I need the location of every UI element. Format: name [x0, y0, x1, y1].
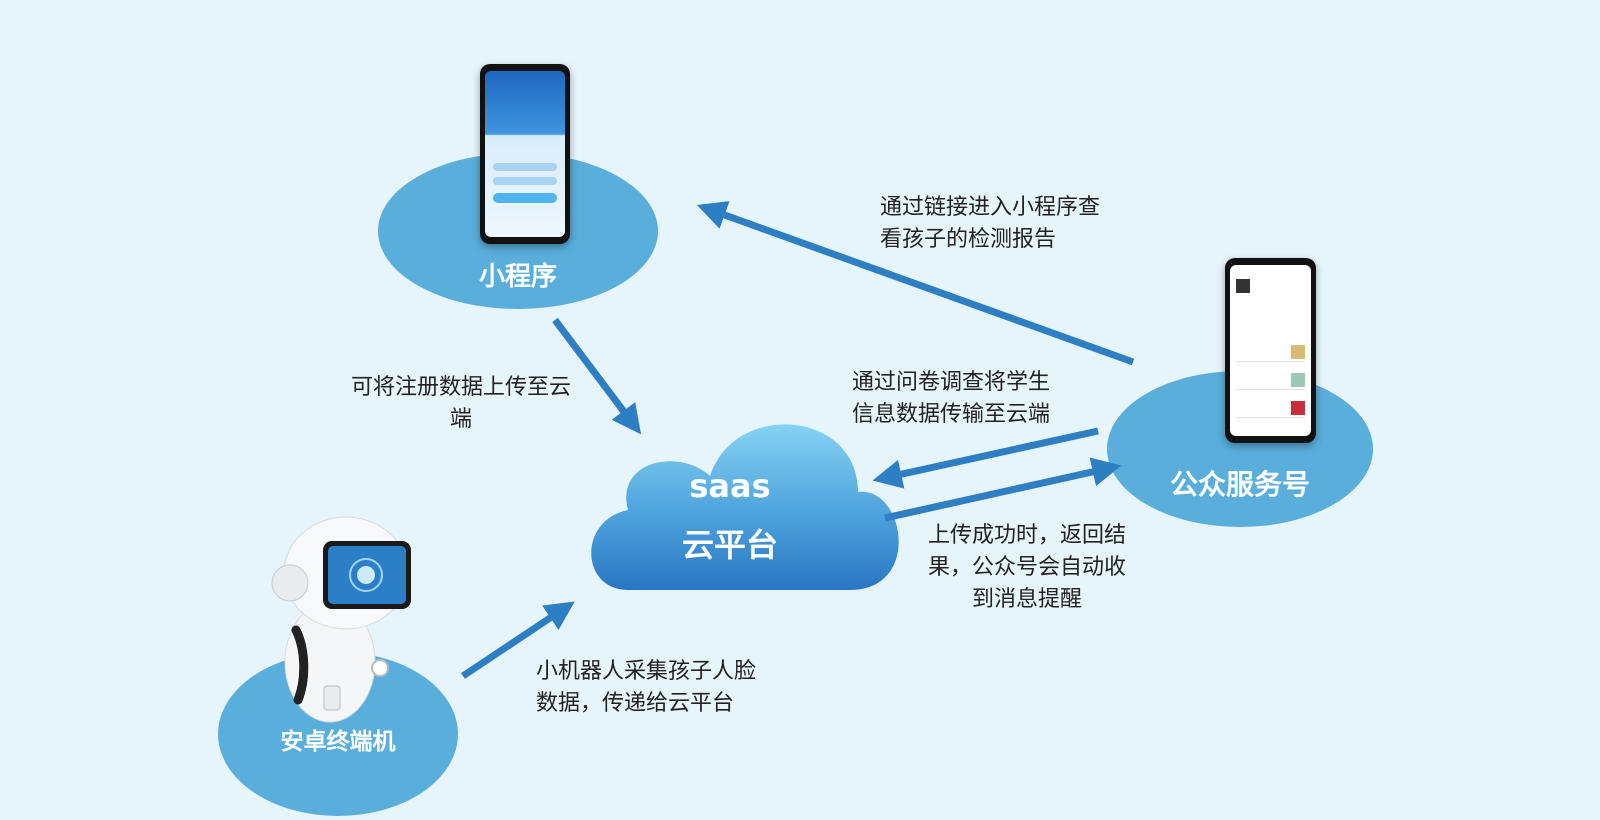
edge-label-upload-success: 上传成功时，返回结 果，公众号会自动收 到消息提醒: [912, 520, 1142, 616]
edge-label-survey: 通过问卷调查将学生 信息数据传输至云端: [852, 367, 1050, 431]
account-avatar: [1236, 279, 1250, 293]
miniprogram-node-title: 小程序: [478, 262, 557, 292]
login-input-bar: [493, 163, 557, 171]
article-thumbnail: [1291, 373, 1305, 387]
edge-label-line: 信息数据传输至云端: [852, 402, 1051, 427]
android-terminal-node-title: 安卓终端机: [280, 729, 396, 755]
edge-label-link-view: 通过链接进入小程序查 看孩子的检测报告: [880, 192, 1100, 256]
edge-label-line: 果，公众号会自动收: [927, 555, 1126, 580]
edge-label-line: 可将注册数据上传至云: [350, 375, 571, 400]
arrow-cloud-to-official: [884, 457, 1122, 522]
article-item: [1236, 343, 1305, 362]
official-account-node-title: 公众服务号: [1169, 468, 1310, 501]
robot-illustration: [271, 516, 411, 723]
saas-cloud: [591, 424, 899, 590]
edge-label-line: 通过链接进入小程序查: [880, 195, 1101, 220]
edge-label-line: 端: [449, 407, 472, 432]
article-thumbnail: [1291, 345, 1305, 359]
edge-label-robot-face: 小机器人采集孩子人脸 数据，传递给云平台: [536, 656, 756, 720]
edge-label-line: 通过问卷调查将学生: [852, 370, 1051, 395]
login-button: [493, 193, 557, 203]
article-thumbnail: [1291, 401, 1305, 415]
edge-label-line: 到消息提醒: [971, 587, 1082, 612]
android-ellipse: [218, 652, 458, 816]
cloud-title-saas: saas: [689, 467, 771, 505]
edge-label-line: 小机器人采集孩子人脸: [536, 659, 757, 684]
edge-label-line: 看孩子的检测报告: [880, 227, 1057, 252]
arrow-android-to-cloud: [461, 601, 575, 679]
arrow-official-to-cloud: [872, 427, 1099, 489]
official-account-phone: [1225, 258, 1316, 443]
edge-label-line: 数据，传递给云平台: [536, 691, 735, 716]
article-item: [1236, 371, 1305, 390]
article-item: [1236, 399, 1305, 418]
arrow-official-to-miniprogram: [696, 201, 1135, 366]
edge-label-line: 上传成功时，返回结: [927, 523, 1126, 548]
miniprogram-phone-screen: [485, 71, 565, 237]
login-input-bar: [493, 177, 557, 185]
official-account-phone-screen: [1230, 265, 1311, 436]
miniprogram-phone: [480, 64, 570, 244]
edge-label-upload-register: 可将注册数据上传至云 端: [326, 372, 596, 436]
arrow-miniprogram-to-cloud: [552, 317, 642, 435]
cloud-title-platform: 云平台: [681, 526, 778, 564]
